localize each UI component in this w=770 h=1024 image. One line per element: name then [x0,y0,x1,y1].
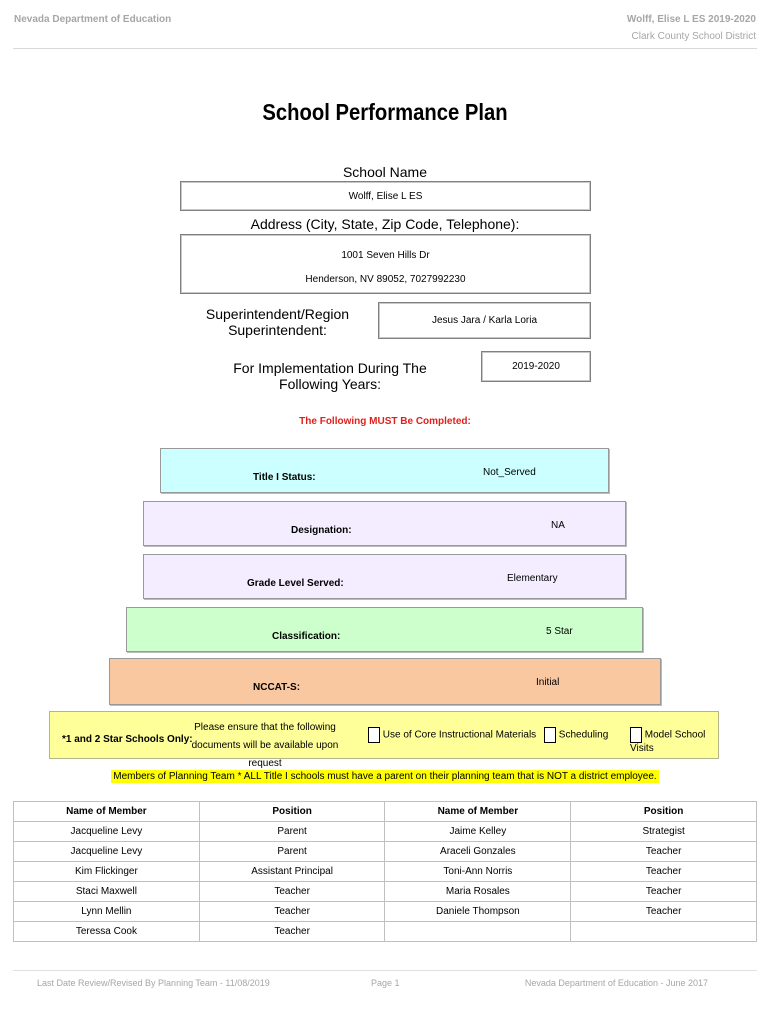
model-school-visits-checkbox[interactable] [630,727,642,743]
table-cell: Teacher [570,901,757,922]
address-line2: Henderson, NV 89052, 7027992230 [305,274,466,285]
option-model-school-visits[interactable]: Model School Visits [630,727,718,754]
table-cell: Jaime Kelley [384,821,572,842]
superintendent-label-line1: Superintendent/Region [205,306,350,322]
school-name-field[interactable]: Wolff, Elise L ES [180,181,591,211]
header-position: Position [198,801,386,822]
table-cell: Daniele Thompson [384,901,572,922]
table-row: Teressa Cook Teacher [13,921,757,942]
footer-review-date: Last Date Review/Revised By Planning Tea… [37,978,270,988]
star-schools-note-line1: Please ensure that the following [194,722,336,733]
nccat-label: NCCAT-S: [253,682,301,693]
table-cell: Staci Maxwell [13,881,200,902]
table-row: Jacqueline Levy Parent Jaime Kelley Stra… [13,821,757,842]
header-school-year: Wolff, Elise L ES 2019-2020 [626,14,756,25]
header-position-2: Position [570,801,757,822]
grade-level-label: Grade Level Served: [247,578,344,589]
header-divider [13,48,757,49]
core-materials-checkbox[interactable] [368,727,380,743]
table-cell: Teressa Cook [13,921,200,942]
header-name-of-member-2: Name of Member [384,801,572,822]
table-cell: Kim Flickinger [13,861,200,882]
table-cell: Teacher [570,861,757,882]
table-cell: Araceli Gonzales [384,841,572,862]
designation-label: Designation: [291,525,352,536]
table-cell: Toni-Ann Norris [384,861,572,882]
table-cell [384,921,572,942]
table-cell: Teacher [570,841,757,862]
table-cell: Parent [198,821,386,842]
model-school-visits-label: Model School Visits [630,729,706,754]
designation-row[interactable]: Designation: NA [143,501,626,546]
title1-status-row[interactable]: Title I Status: Not_Served [160,448,609,493]
table-header-row: Name of Member Position Name of Member P… [13,801,757,822]
superintendent-label-line2: Superintendent: [228,322,327,338]
table-cell: Parent [198,841,386,862]
table-row: Staci Maxwell Teacher Maria Rosales Teac… [13,881,757,902]
nccat-value: Initial [536,677,560,688]
implementation-label: For Implementation During The Following … [233,360,427,392]
planning-team-table: Name of Member Position Name of Member P… [13,801,757,942]
superintendent-label: Superintendent/Region Superintendent: [200,306,355,338]
footer-agency-date: Nevada Department of Education - June 20… [524,978,708,988]
table-cell: Strategist [570,821,757,842]
core-materials-label: Use of Core Instructional Materials [382,729,537,741]
star-schools-label: *1 and 2 Star Schools Only: [62,734,193,745]
table-cell: Teacher [198,921,386,942]
implementation-value: 2019-2020 [512,361,560,372]
header-district: Clark County School District [631,31,756,42]
address-label: Address (City, State, Zip Code, Telephon… [250,216,520,232]
scheduling-checkbox[interactable] [544,727,556,743]
address-line1: 1001 Seven Hills Dr [341,250,430,261]
superintendent-value: Jesus Jara / Karla Loria [431,315,538,326]
star-schools-note-line2: documents will be available upon request [191,740,339,769]
star-schools-row: *1 and 2 Star Schools Only: Please ensur… [49,711,719,769]
table-cell [570,921,757,942]
table-cell: Jacqueline Levy [13,841,200,862]
designation-value: NA [551,520,565,531]
classification-label: Classification: [272,631,341,642]
footer-divider [13,970,757,971]
school-name-label: School Name [342,164,428,180]
page-title: School Performance Plan [262,99,508,125]
table-cell: Jacqueline Levy [13,821,200,842]
option-core-materials[interactable]: Use of Core Instructional Materials [368,727,536,743]
grade-level-value: Elementary [507,573,558,584]
superintendent-field[interactable]: Jesus Jara / Karla Loria [378,302,591,339]
title1-status-label: Title I Status: [253,472,316,483]
star-schools-note: Please ensure that the following documen… [190,719,340,773]
table-cell: Teacher [570,881,757,902]
table-row: Lynn Mellin Teacher Daniele Thompson Tea… [13,901,757,922]
grade-level-row[interactable]: Grade Level Served: Elementary [143,554,626,599]
table-row: Kim Flickinger Assistant Principal Toni-… [13,861,757,882]
nccat-row[interactable]: NCCAT-S: Initial [109,658,661,705]
table-cell: Lynn Mellin [13,901,200,922]
school-name-value: Wolff, Elise L ES [348,191,423,202]
header-agency: Nevada Department of Education [14,14,172,25]
header-name-of-member: Name of Member [13,801,200,822]
table-row: Jacqueline Levy Parent Araceli Gonzales … [13,841,757,862]
table-cell: Maria Rosales [384,881,572,902]
scheduling-label: Scheduling [558,729,609,741]
implementation-field[interactable]: 2019-2020 [481,351,591,382]
title1-status-value: Not_Served [483,467,536,478]
classification-row[interactable]: Classification: 5 Star [126,607,643,652]
classification-value: 5 Star [546,626,573,637]
must-complete-notice: The Following MUST Be Completed: [299,416,471,427]
members-note: Members of Planning Team * ALL Title I s… [0,770,770,783]
address-field[interactable]: 1001 Seven Hills Dr Henderson, NV 89052,… [180,234,591,294]
table-cell: Assistant Principal [198,861,386,882]
members-note-text: Members of Planning Team * ALL Title I s… [111,770,659,783]
footer-page-number: Page 1 [371,978,400,988]
table-cell: Teacher [198,901,386,922]
option-scheduling[interactable]: Scheduling [544,727,608,743]
table-cell: Teacher [198,881,386,902]
